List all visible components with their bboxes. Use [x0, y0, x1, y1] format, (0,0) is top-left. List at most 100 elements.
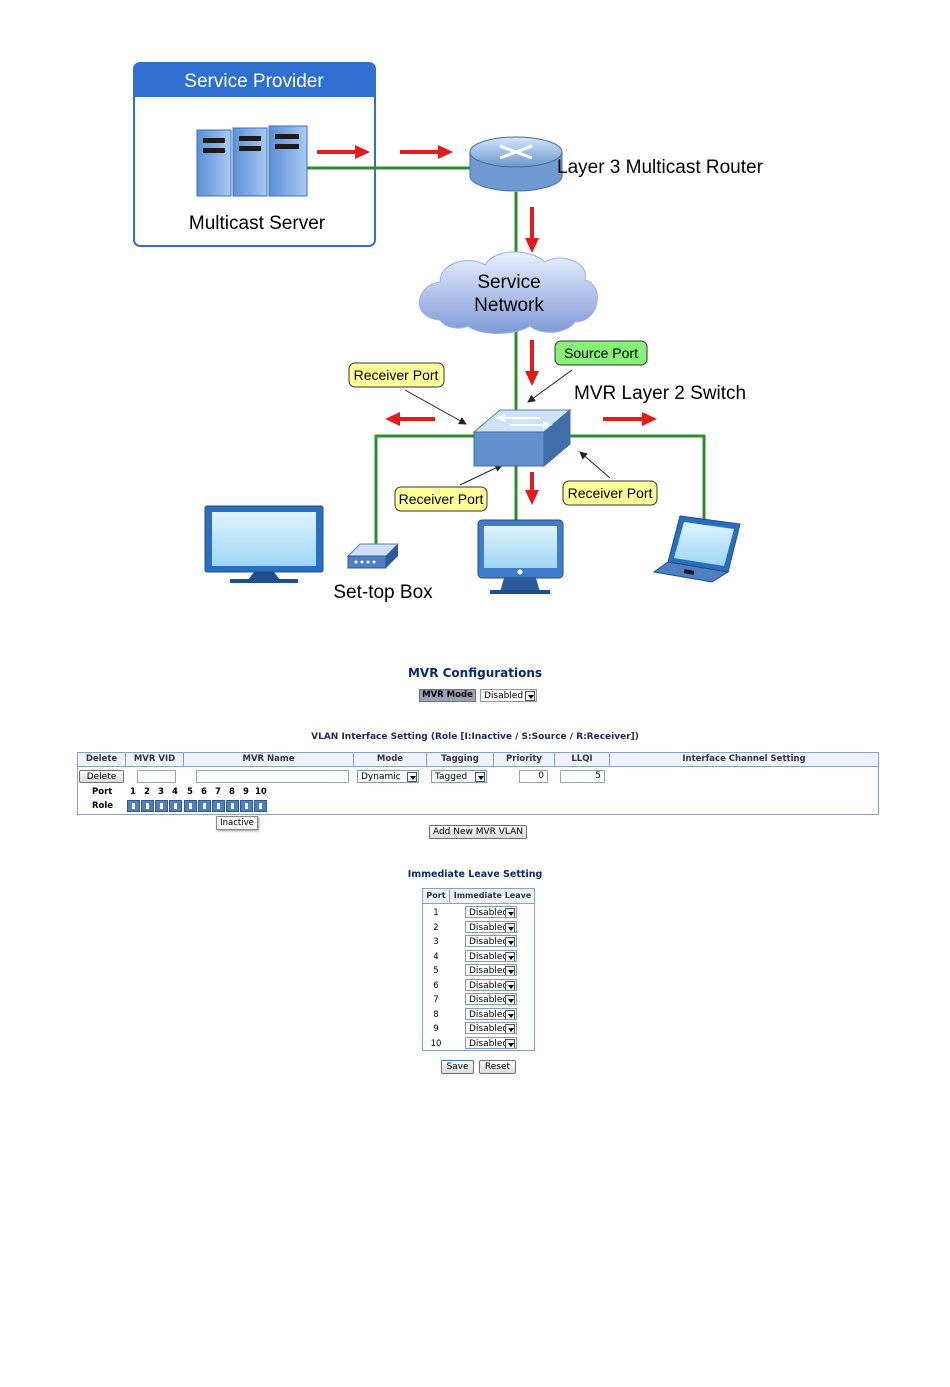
immediate-leave-select-port-5[interactable]: Disabled	[465, 964, 517, 976]
tagging-select[interactable]: Tagged	[431, 770, 487, 783]
vlan-table-header: Delete MVR VID MVR Name Mode Tagging Pri…	[78, 753, 878, 767]
save-button[interactable]: Save	[441, 1060, 474, 1074]
service-network-label-line2: Network	[474, 295, 544, 316]
port-number-1: 1	[130, 787, 136, 797]
list-item: 3	[433, 937, 439, 947]
svg-text:Receiver Port: Receiver Port	[568, 485, 653, 501]
switch-icon	[472, 408, 572, 468]
mvr-mode-select[interactable]: Disabled	[480, 689, 537, 702]
chevron-down-icon	[505, 951, 515, 961]
header-port: Port	[423, 889, 450, 903]
port-number-5: 5	[187, 787, 193, 797]
role-toggle-port-6[interactable]	[198, 800, 211, 812]
port-number-7: 7	[215, 787, 221, 797]
immediate-leave-select-port-10[interactable]: Disabled	[465, 1036, 517, 1049]
role-toggle-port-10[interactable]	[254, 800, 267, 812]
desktop-computer-icon	[477, 519, 564, 594]
network-links	[307, 166, 706, 558]
role-row-label: Role	[92, 801, 114, 811]
vlan-interface-table: Delete MVR VID MVR Name Mode Tagging Pri…	[77, 752, 879, 815]
role-toggle-port-1[interactable]	[127, 800, 140, 812]
mvr-mode-value: Disabled	[484, 691, 524, 701]
mvr-name-input[interactable]	[196, 770, 349, 783]
header-delete: Delete	[78, 753, 126, 766]
receiver-port-callout-bottom-right: Receiver Port	[562, 451, 658, 506]
svg-text:Source Port: Source Port	[564, 345, 638, 361]
list-item: 6	[433, 980, 439, 991]
chevron-down-icon	[505, 1009, 515, 1019]
mvr-vid-input[interactable]	[137, 770, 176, 783]
header-mode: Mode	[354, 753, 427, 766]
header-mvr-name: MVR Name	[184, 753, 354, 766]
immediate-leave-select-port-2[interactable]: Disabled	[465, 920, 517, 933]
vlan-interface-setting-title: VLAN Interface Setting (Role [I:Inactive…	[311, 732, 639, 742]
port-number-3: 3	[158, 787, 164, 797]
immediate-leave-select-port-6[interactable]: Disabled	[465, 978, 517, 991]
chevron-down-icon	[505, 922, 515, 932]
set-top-box-icon	[346, 543, 400, 569]
immediate-leave-select-port-1[interactable]: Disabled	[465, 906, 517, 918]
role-tooltip: Inactive	[216, 816, 258, 830]
immediate-leave-select-port-9[interactable]: Disabled	[465, 1022, 517, 1034]
multicast-flow-arrows	[317, 145, 657, 505]
list-item: 10	[430, 1038, 442, 1049]
mode-select[interactable]: Dynamic	[357, 770, 419, 783]
priority-input[interactable]: 0	[519, 770, 548, 783]
port-number-10: 10	[255, 787, 267, 797]
immediate-leave-select-port-7[interactable]: Disabled	[465, 993, 517, 1005]
immediate-leave-setting-title: Immediate Leave Setting	[407, 869, 543, 880]
immediate-leave-select-port-4[interactable]: Disabled	[465, 949, 517, 962]
port-row-label: Port	[92, 787, 113, 797]
header-llqi: LLQI	[555, 753, 610, 766]
header-interface-channel-setting: Interface Channel Setting	[682, 754, 806, 764]
role-toggle-port-3[interactable]	[155, 800, 168, 812]
immediate-leave-select-port-3[interactable]: Disabled	[465, 935, 517, 947]
header-priority: Priority	[494, 753, 555, 766]
chevron-down-icon	[505, 937, 515, 946]
chevron-down-icon	[505, 908, 515, 917]
port-number-6: 6	[201, 787, 207, 797]
immediate-leave-select-port-8[interactable]: Disabled	[465, 1007, 517, 1020]
chevron-down-icon	[505, 1038, 515, 1048]
mvr-mode-label: MVR Mode	[419, 689, 476, 702]
list-item: 2	[433, 922, 439, 933]
role-toggle-port-2[interactable]	[141, 800, 154, 812]
port-number-4: 4	[172, 787, 178, 797]
port-number-2: 2	[144, 787, 150, 797]
router-label: Layer 3 Multicast Router	[557, 157, 764, 178]
reset-button[interactable]: Reset	[479, 1060, 516, 1074]
delete-button[interactable]: Delete	[79, 770, 124, 783]
multicast-server-icon	[196, 125, 308, 197]
role-toggle-port-5[interactable]	[184, 800, 197, 812]
chevron-down-icon	[525, 691, 535, 701]
role-toggle-port-9[interactable]	[240, 800, 253, 812]
receiver-port-callout-bottom-left: Receiver Port	[394, 464, 503, 512]
role-toggle-port-4[interactable]	[169, 800, 182, 812]
header-immediate-leave: Immediate Leave	[453, 891, 532, 900]
router-icon	[469, 136, 563, 192]
svg-text:Receiver Port: Receiver Port	[399, 491, 484, 507]
immediate-leave-header: Port Immediate Leave	[423, 889, 534, 904]
list-item: 9	[433, 1024, 439, 1034]
immediate-leave-table: Port Immediate Leave 1 2 3 4 5 6 7 8 9 1…	[422, 888, 535, 1051]
role-toggle-port-7[interactable]	[212, 800, 225, 812]
mvr-network-diagram: Service Provider Multicast Server	[133, 62, 764, 603]
header-mvr-vid: MVR VID	[126, 753, 184, 766]
llqi-input[interactable]: 5	[560, 770, 605, 783]
port-number-8: 8	[229, 787, 235, 797]
list-item: 7	[433, 995, 439, 1005]
tv-icon	[204, 505, 324, 583]
list-item: 4	[433, 951, 439, 962]
add-new-mvr-vlan-button[interactable]: Add New MVR VLAN	[429, 825, 527, 839]
source-port-callout: Source Port	[527, 340, 648, 403]
tagging-value: Tagged	[435, 772, 468, 782]
receiver-port-callout-top: Receiver Port	[348, 362, 467, 425]
role-toggle-port-8[interactable]	[226, 800, 239, 812]
switch-label: MVR Layer 2 Switch	[574, 383, 746, 404]
chevron-down-icon	[505, 1024, 515, 1033]
mvr-configurations-title: MVR Configurations	[407, 666, 543, 680]
chevron-down-icon	[407, 772, 417, 782]
svg-text:Receiver Port: Receiver Port	[354, 367, 439, 383]
chevron-down-icon	[505, 980, 515, 990]
chevron-down-icon	[505, 995, 515, 1004]
